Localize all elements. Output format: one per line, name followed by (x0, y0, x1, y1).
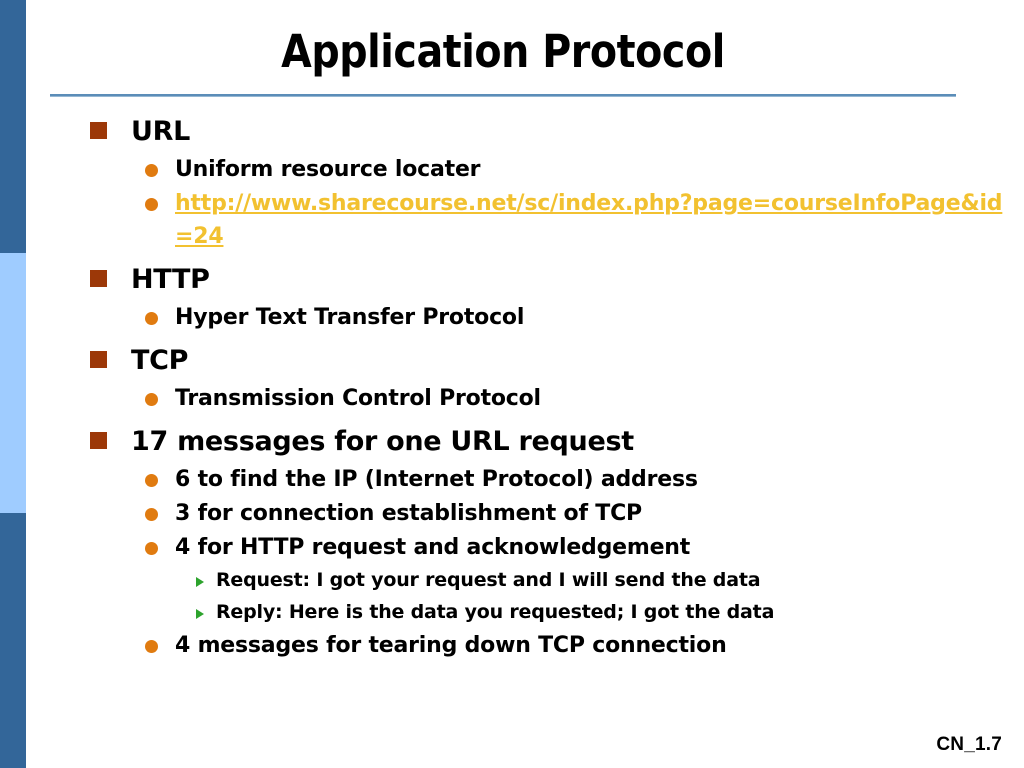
circle-bullet-icon (145, 198, 158, 211)
bullet-url-sub-1-label: Uniform resource locater (175, 157, 481, 182)
square-bullet-icon (90, 122, 107, 139)
circle-bullet-icon (145, 474, 158, 487)
sidebar-segment-middle (0, 253, 26, 513)
circle-bullet-icon (145, 508, 158, 521)
circle-bullet-icon (145, 164, 158, 177)
bullet-url-link[interactable]: http://www.sharecourse.net/sc/index.php?… (0, 187, 1024, 253)
bullet-messages-sub-2-label: 3 for connection establishment of TCP (175, 501, 642, 526)
bullet-messages-sub-1: 6 to find the IP (Internet Protocol) add… (0, 463, 1024, 496)
bullet-messages-label: 17 messages for one URL request (131, 426, 634, 457)
circle-bullet-icon (145, 393, 158, 406)
bullet-tcp: TCP (0, 341, 1024, 380)
bullet-url: URL (0, 112, 1024, 151)
bullet-messages-sub-3-b: Reply: Here is the data you requested; I… (0, 597, 1024, 628)
left-accent-sidebar (0, 0, 26, 768)
bullet-messages-sub-3-b-label: Reply: Here is the data you requested; I… (216, 601, 775, 623)
triangle-bullet-icon (196, 609, 205, 619)
sidebar-segment-bottom (0, 513, 26, 768)
square-bullet-icon (90, 432, 107, 449)
slide-body: URL Uniform resource locater http://www.… (0, 112, 1024, 663)
bullet-messages-sub-3-a-label: Request: I got your request and I will s… (216, 569, 761, 591)
triangle-bullet-icon (196, 577, 205, 587)
square-bullet-icon (90, 351, 107, 368)
bullet-http-sub-1-label: Hyper Text Transfer Protocol (175, 305, 525, 330)
slide-footer: CN_1.7 (936, 734, 1002, 755)
page-title: Application Protocol (281, 25, 725, 78)
bullet-tcp-sub-1: Transmission Control Protocol (0, 382, 1024, 415)
bullet-http-sub-1: Hyper Text Transfer Protocol (0, 301, 1024, 334)
bullet-tcp-label: TCP (131, 345, 189, 376)
title-area: Application Protocol (50, 20, 956, 98)
circle-bullet-icon (145, 542, 158, 555)
bullet-url-sub-1: Uniform resource locater (0, 153, 1024, 186)
bullet-http-label: HTTP (131, 264, 210, 295)
title-divider (50, 94, 956, 97)
bullet-messages: 17 messages for one URL request (0, 422, 1024, 461)
bullet-messages-sub-3-label: 4 for HTTP request and acknowledgement (175, 535, 691, 560)
circle-bullet-icon (145, 640, 158, 653)
bullet-messages-sub-4-label: 4 messages for tearing down TCP connecti… (175, 633, 727, 658)
bullet-messages-sub-3: 4 for HTTP request and acknowledgement (0, 531, 1024, 564)
sidebar-segment-top (0, 0, 26, 253)
bullet-http: HTTP (0, 260, 1024, 299)
bullet-messages-sub-3-a: Request: I got your request and I will s… (0, 565, 1024, 596)
bullet-messages-sub-2: 3 for connection establishment of TCP (0, 497, 1024, 530)
bullet-tcp-sub-1-label: Transmission Control Protocol (175, 386, 541, 411)
bullet-url-label: URL (131, 116, 191, 147)
circle-bullet-icon (145, 312, 158, 325)
bullet-messages-sub-1-label: 6 to find the IP (Internet Protocol) add… (175, 467, 698, 492)
square-bullet-icon (90, 270, 107, 287)
course-info-link[interactable]: http://www.sharecourse.net/sc/index.php?… (175, 191, 1003, 249)
bullet-messages-sub-4: 4 messages for tearing down TCP connecti… (0, 629, 1024, 662)
